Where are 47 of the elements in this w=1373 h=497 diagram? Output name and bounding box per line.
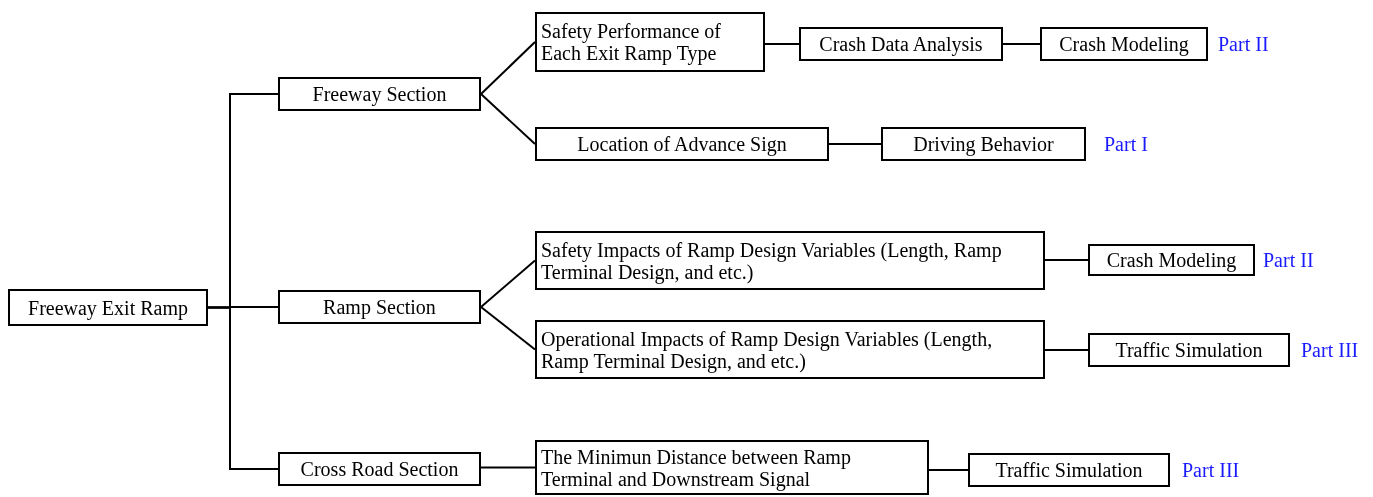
process-box bbox=[278, 77, 481, 111]
connector-line bbox=[480, 41, 536, 95]
box-label: Safety Impacts of Ramp Design Variables (Length, Ramp Terminal Design, and etc.) bbox=[541, 238, 1003, 283]
process-box bbox=[881, 127, 1086, 161]
connector-line bbox=[828, 143, 882, 145]
connector-line bbox=[1044, 349, 1089, 351]
connector-line bbox=[1044, 259, 1089, 261]
process-box bbox=[535, 440, 929, 495]
connector-line bbox=[480, 259, 536, 308]
box-label: Crash Data Analysis bbox=[819, 33, 983, 55]
box-label: Cross Road Section bbox=[300, 458, 459, 480]
connector-line bbox=[480, 306, 536, 351]
process-box bbox=[8, 289, 208, 326]
connector-line bbox=[207, 306, 279, 470]
process-box bbox=[278, 290, 481, 324]
process-box bbox=[535, 231, 1045, 290]
box-label: Crash Modeling bbox=[1106, 249, 1237, 271]
part-label: Part II bbox=[1218, 33, 1269, 55]
process-box bbox=[1040, 27, 1208, 61]
connector-line bbox=[480, 93, 536, 145]
part-label: Part I bbox=[1104, 133, 1148, 155]
process-box bbox=[535, 127, 829, 161]
box-label: Freeway Section bbox=[312, 83, 447, 105]
part-label: Part III bbox=[1182, 459, 1240, 481]
part-label: Part III bbox=[1301, 339, 1359, 361]
box-label: Ramp Section bbox=[323, 296, 436, 318]
process-box bbox=[535, 12, 765, 72]
process-box bbox=[1088, 244, 1255, 276]
process-box bbox=[278, 452, 481, 486]
box-label: Location of Advance Sign bbox=[577, 133, 787, 155]
connector-line bbox=[764, 43, 800, 45]
connector-line bbox=[928, 469, 969, 471]
connector-line bbox=[480, 466, 536, 469]
process-box bbox=[968, 453, 1170, 487]
box-label: Freeway Exit Ramp bbox=[28, 296, 188, 319]
process-box bbox=[799, 27, 1003, 61]
box-label: Driving Behavior bbox=[913, 133, 1054, 155]
box-label: The Minimun Distance between Ramp Terminal and Downstream Signal bbox=[541, 445, 852, 490]
box-label: Traffic Simulation bbox=[995, 459, 1143, 481]
connector-line bbox=[1002, 43, 1041, 45]
box-label: Traffic Simulation bbox=[1115, 339, 1263, 361]
part-label: Part II bbox=[1263, 249, 1314, 271]
box-label: Operational Impacts of Ramp Design Variables (Length, Ramp Terminal Design, and etc.) bbox=[541, 327, 994, 372]
box-label: Crash Modeling bbox=[1059, 33, 1189, 55]
box-label: Safety Performance of Each Exit Ramp Type bbox=[541, 20, 722, 64]
process-box bbox=[535, 320, 1045, 379]
process-box bbox=[1088, 333, 1290, 367]
